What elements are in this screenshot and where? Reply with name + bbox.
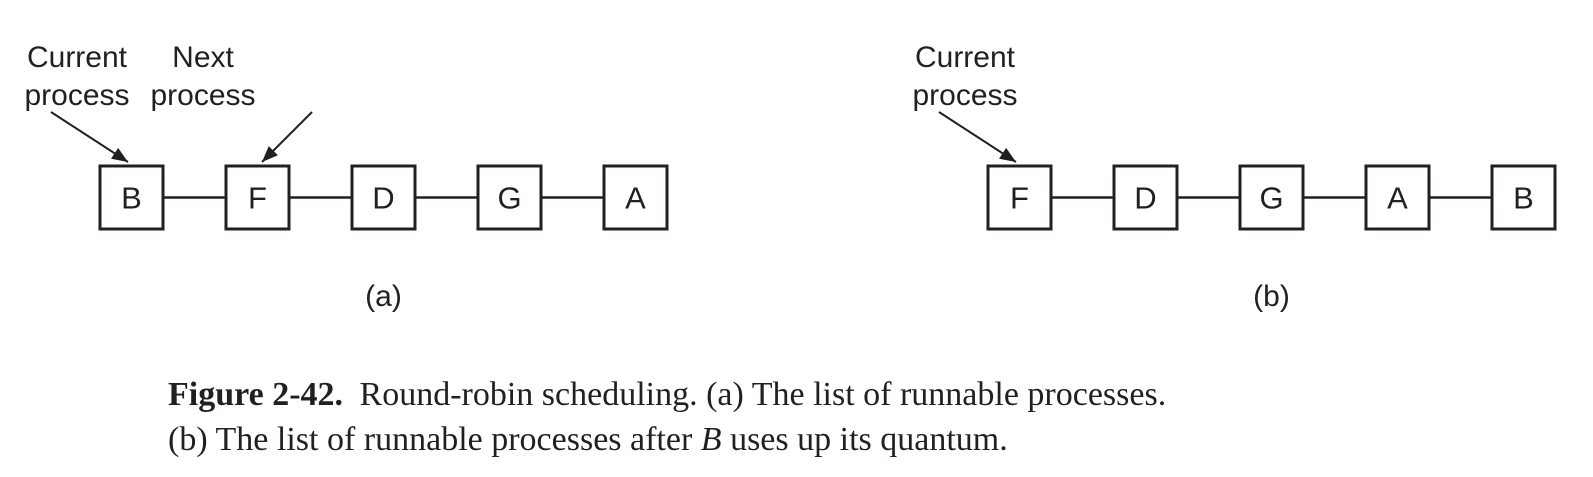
current-process-label-a: Current (27, 41, 128, 74)
process-box-b-b (1490, 164, 1557, 231)
process-label-b-d: D (1134, 181, 1156, 216)
process-label-a-d: D (372, 181, 394, 216)
current-process-label-b: Current (915, 41, 1016, 74)
next-process-label-a: process (150, 79, 255, 112)
figure-number: Figure 2-42. (168, 376, 344, 413)
panel-label-b: (b) (1253, 280, 1290, 313)
caption-text-1: Round-robin scheduling. (a) The list of … (359, 376, 1167, 413)
process-box-b-a (1364, 164, 1431, 231)
current-process-arrowhead-b (999, 147, 1016, 162)
caption-line-1: Figure 2-42. Round-robin scheduling. (a)… (168, 372, 1568, 417)
figure-caption: Figure 2-42. Round-robin scheduling. (a)… (168, 372, 1568, 462)
process-box-a-b (98, 164, 165, 231)
caption-text-2b: uses up its quantum. (721, 421, 1008, 458)
process-label-a-b: B (121, 181, 142, 216)
process-box-b-f (986, 164, 1053, 231)
process-box-b-g (1238, 164, 1305, 231)
process-label-b-g: G (1259, 181, 1283, 216)
process-box-a-a (602, 164, 669, 231)
process-box-a-g (476, 164, 543, 231)
process-label-b-a: A (1387, 181, 1408, 216)
caption-line-2: (b) The list of runnable processes after… (168, 417, 1568, 462)
process-label-b-b: B (1513, 181, 1534, 216)
process-label-a-f: F (248, 181, 267, 216)
process-box-a-d (350, 164, 417, 231)
process-box-b-d (1112, 164, 1179, 231)
process-label-a-a: A (625, 181, 646, 216)
current-process-label-b: process (912, 79, 1017, 112)
next-process-arrowhead-a (262, 146, 278, 162)
caption-text-2a: (b) The list of runnable processes after (168, 421, 701, 458)
current-process-arrowhead-a (111, 147, 128, 162)
current-process-label-a: process (24, 79, 129, 112)
panel-label-a: (a) (365, 280, 402, 313)
next-process-label-a: Next (172, 41, 234, 74)
process-label-b-f: F (1010, 181, 1029, 216)
process-box-a-f (224, 164, 291, 231)
process-label-a-g: G (497, 181, 521, 216)
round-robin-diagram: B F D G A Current process Next process (a) F D G A B Cu… (24, 41, 1557, 313)
caption-process-name: B (700, 421, 722, 458)
